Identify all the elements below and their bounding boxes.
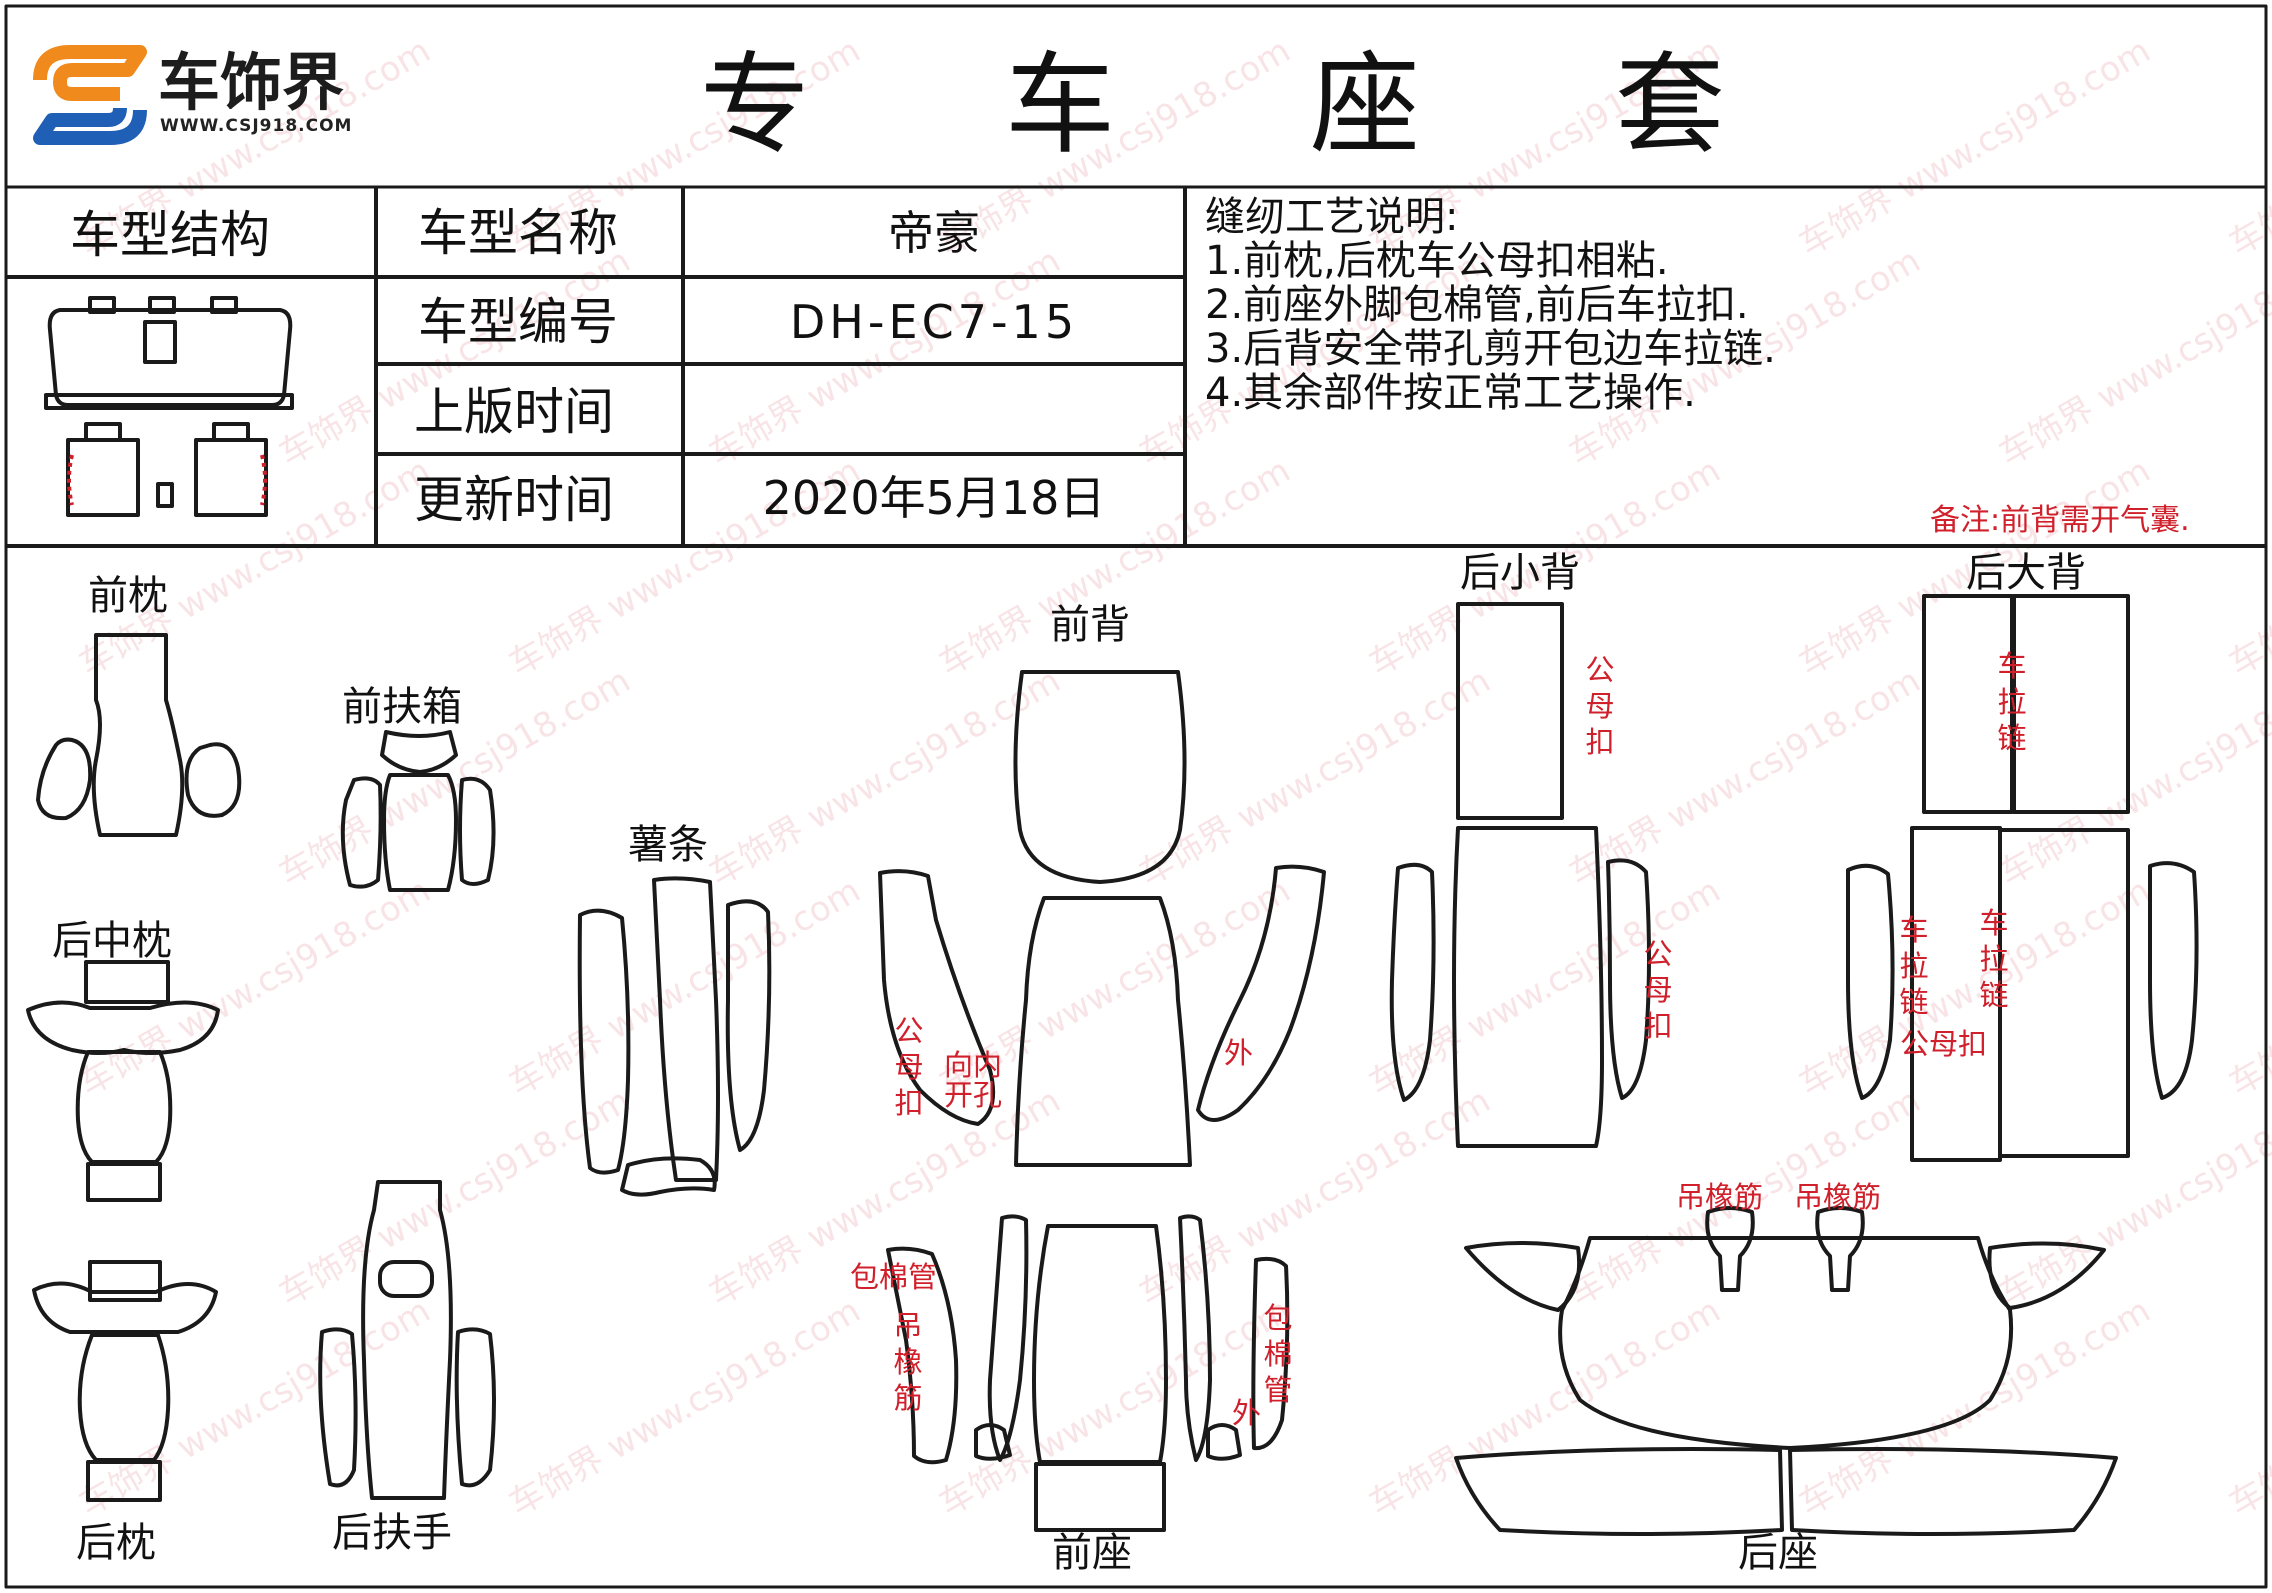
outer-frame — [4, 4, 2268, 1589]
label-front-seat: 前座 — [1052, 1530, 1132, 1576]
label-front-back: 前背 — [1050, 602, 1130, 648]
label-rear-big-back: 后大背 — [1966, 550, 2086, 596]
structure-label: 车型结构 — [70, 206, 270, 264]
update-value: 2020年5月18日 — [762, 471, 1106, 525]
anno-front-seat-outer: 外 — [1232, 1396, 1262, 1430]
rear-small-back-pattern — [1389, 602, 1651, 1148]
sewing-note-3: 3.后背安全带孔剪开包边车拉链. — [1205, 326, 1776, 372]
brand-logo-icon — [33, 45, 147, 145]
label-rear-armrest: 后扶手 — [332, 1510, 452, 1556]
anno-cotton-tube: 包棉管 — [850, 1260, 938, 1294]
code-label: 车型编号 — [418, 293, 618, 351]
anno-inward-a: 向内 — [944, 1048, 1003, 1082]
rear-seat-pattern — [1454, 1206, 2118, 1536]
anno-elastic-right: 吊橡筋 — [1794, 1180, 1882, 1214]
label-strip: 薯条 — [628, 822, 708, 868]
anno-elastic-vertical: 吊橡筋 — [893, 1309, 923, 1415]
anno-small-back-snap: 公母扣 — [1585, 653, 1615, 759]
label-rear-mid-headrest: 后中枕 — [52, 918, 172, 964]
rear-headrest-pattern — [32, 1260, 218, 1502]
anno-front-back-outer: 外 — [1224, 1036, 1254, 1070]
anno-big-back-zipper-right: 车拉链 — [1979, 906, 2009, 1012]
name-label: 车型名称 — [418, 204, 618, 262]
front-armbox-pattern — [340, 730, 496, 892]
label-front-armbox: 前扶箱 — [342, 684, 462, 730]
front-headrest-pattern — [36, 633, 242, 837]
strip-pattern — [577, 876, 772, 1197]
sewing-notes: 缝纫工艺说明: 1.前枕,后枕车公母扣相粘. 2.前座外脚包棉管,前后车拉扣. … — [1205, 195, 1776, 415]
anno-big-back-snap: 公母扣 — [1900, 1027, 1988, 1061]
sewing-note-4: 4.其余部件按正常工艺操作. — [1205, 370, 1696, 416]
anno-cotton-tube-vertical: 包棉管 — [1263, 1301, 1293, 1407]
sewing-note-1: 1.前枕,后枕车公母扣相粘. — [1205, 238, 1669, 284]
anno-big-back-zipper: 车拉链 — [1997, 649, 2027, 755]
release-label: 上版时间 — [414, 383, 614, 441]
anno-inward-b: 开孔 — [944, 1078, 1003, 1112]
front-back-pattern — [878, 670, 1326, 1167]
brand-name: 车饰界 — [158, 46, 345, 119]
anno-small-back-snap-lower: 公母扣 — [1643, 937, 1673, 1043]
front-seat-pattern — [886, 1214, 1290, 1532]
remark-text: 备注:前背需开气囊. — [1930, 503, 2190, 538]
car-structure-thumbnail — [44, 296, 294, 517]
anno-elastic-left: 吊橡筋 — [1676, 1180, 1764, 1214]
page-title: 专 车 座 套 — [700, 41, 1805, 169]
code-value: DH-EC7-15 — [789, 295, 1079, 349]
anno-front-back-snap: 公母扣 — [894, 1014, 924, 1120]
label-rear-small-back: 后小背 — [1460, 550, 1580, 596]
rear-big-back-pattern — [1846, 594, 2199, 1162]
update-label: 更新时间 — [414, 471, 614, 529]
label-rear-seat: 后座 — [1738, 1530, 1818, 1576]
name-value: 帝豪 — [888, 206, 980, 260]
rear-armrest-pattern — [318, 1180, 496, 1500]
rear-mid-headrest-pattern — [26, 960, 220, 1202]
anno-big-back-zipper-left: 车拉链 — [1899, 913, 1929, 1019]
sewing-note-2: 2.前座外脚包棉管,前后车拉扣. — [1205, 282, 1749, 328]
label-front-headrest: 前枕 — [88, 573, 168, 619]
label-rear-headrest: 后枕 — [76, 1520, 156, 1566]
brand-url: WWW.CSJ918.COM — [160, 116, 353, 136]
sewing-notes-title: 缝纫工艺说明: — [1205, 194, 1459, 240]
